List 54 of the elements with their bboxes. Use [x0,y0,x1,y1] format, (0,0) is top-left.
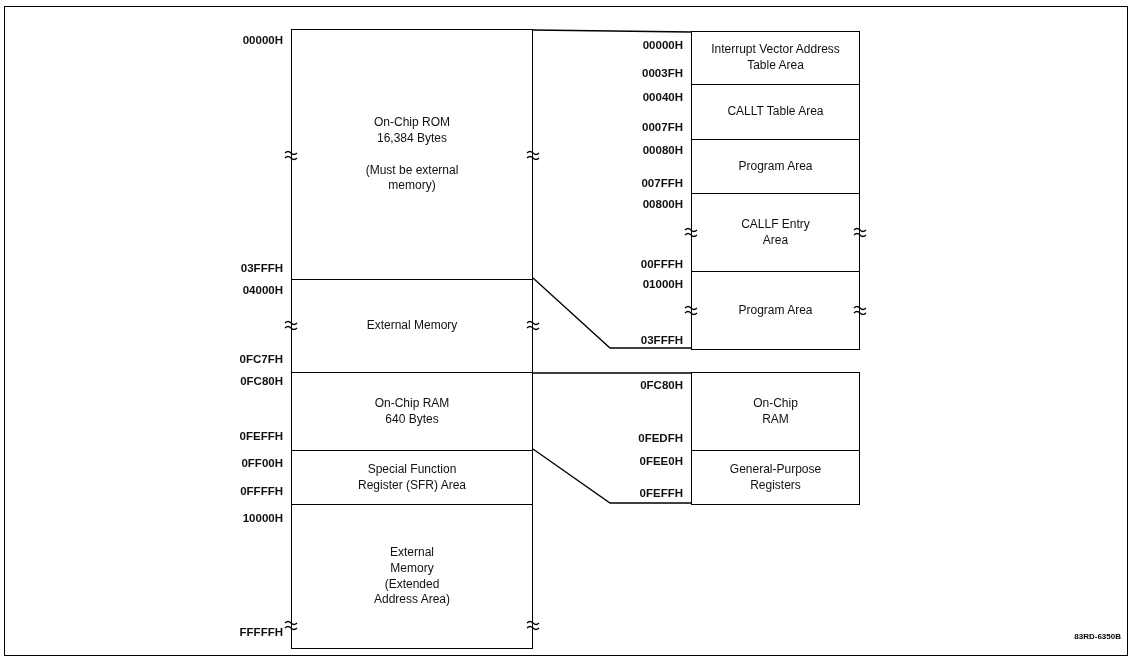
address-label: 0FFFFH [239,484,283,498]
address-label: 0003FH [641,66,683,80]
address-label: 0FC80H [639,378,683,392]
region-label: CALLF Entry Area [740,216,811,249]
memory-region [691,450,860,505]
address-label: 10000H [241,511,283,525]
address-label: 03FFFH [239,261,283,275]
region-label: On-Chip RAM 640 Bytes [373,395,451,428]
memory-region [291,504,533,649]
address-label: 0FC80H [239,374,283,388]
memory-region [691,31,860,85]
memory-region [691,139,860,194]
address-label: 0007FH [641,120,683,134]
figure-code: 83RD-6350B [1074,632,1121,641]
expansion-line [532,29,692,33]
region-label: (Must be external memory) [364,162,460,194]
region-label: General-Purpose Registers [728,461,823,494]
address-label: 007FFH [640,176,683,190]
address-label: 01000H [641,277,683,291]
address-label: 0FEFFH [238,429,283,443]
address-label: 0FEFFH [638,486,683,500]
address-label: 00FFFH [639,257,683,271]
address-label: 00800H [641,197,683,211]
region-label: On-Chip RAM [752,395,799,428]
region-label: CALLT Table Area [727,104,824,120]
region-label: Special Function Register (SFR) Area [357,461,467,494]
address-label: 0FEE0H [638,454,683,468]
address-label: FFFFFH [238,625,283,639]
region-label: Program Area [738,302,813,319]
region-label: Interrupt Vector Address Table Area [710,42,841,74]
memory-region [291,372,533,451]
expansion-line [532,448,692,504]
address-label: 00040H [641,90,683,104]
expansion-line [532,277,692,349]
memory-region [691,84,860,140]
region-label: External Memory (Extended Address Area) [372,545,451,608]
address-label: 00000H [641,38,683,52]
memory-region [291,29,533,280]
expansion-line [532,372,692,374]
memory-region [291,279,533,373]
address-label: 00000H [241,33,283,47]
address-label: 0FF00H [240,456,283,470]
region-label: Program Area [738,158,813,175]
region-label: External Memory [366,318,458,334]
address-label: 00080H [641,143,683,157]
address-label: 03FFFH [639,333,683,347]
memory-region [691,372,860,451]
address-label: 0FEDFH [637,431,683,445]
memory-region [691,193,860,272]
address-label: 04000H [241,283,283,297]
memory-region [691,271,860,350]
address-label: 0FC7FH [238,352,283,366]
region-label: On-Chip ROM 16,384 Bytes [373,115,451,147]
memory-region [291,450,533,505]
